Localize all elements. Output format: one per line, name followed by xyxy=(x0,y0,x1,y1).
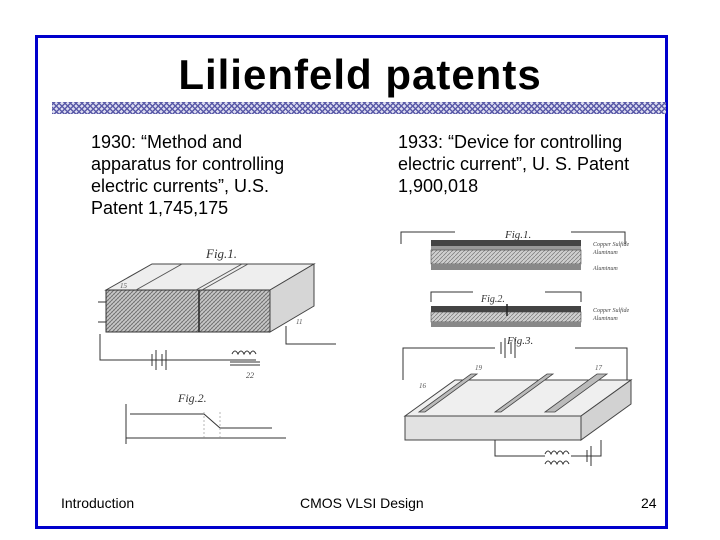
svg-text:15: 15 xyxy=(120,282,128,290)
right-fig3-label: Fig.3. xyxy=(506,335,533,347)
svg-text:Aluminum: Aluminum xyxy=(592,250,618,256)
right-patent-drawing: Fig.1. Copper Sulfide Aluminum Aluminum … xyxy=(400,229,633,466)
left-fig2-label: Fig.2. xyxy=(177,391,207,405)
svg-text:17: 17 xyxy=(595,364,603,372)
svg-text:Copper Sulfide: Copper Sulfide xyxy=(593,307,630,314)
svg-text:11: 11 xyxy=(296,318,302,326)
title-divider xyxy=(52,102,666,114)
footer-course-title: CMOS VLSI Design xyxy=(300,495,424,511)
left-fig1-label: Fig.1. xyxy=(205,246,237,261)
left-patent-caption: 1930: “Method and apparatus for controll… xyxy=(91,132,285,218)
svg-text:Aluminum: Aluminum xyxy=(592,266,618,272)
svg-text:Aluminum: Aluminum xyxy=(592,316,618,322)
svg-text:Copper Sulfide: Copper Sulfide xyxy=(593,241,630,248)
right-fig1-label: Fig.1. xyxy=(504,229,531,241)
footer-section-label: Introduction xyxy=(61,495,135,511)
svg-text:22: 22 xyxy=(246,371,254,380)
footer-page-number: 24 xyxy=(641,495,657,511)
svg-text:16: 16 xyxy=(419,382,427,390)
left-patent-drawing: Fig.1. 22 15 11 Fig.2. xyxy=(98,246,336,444)
right-fig2-label: Fig.2. xyxy=(480,294,505,305)
svg-text:19: 19 xyxy=(475,364,483,372)
slide-title: Lilienfeld patents xyxy=(178,51,542,98)
right-patent-caption: 1933: “Device for controlling electric c… xyxy=(398,132,630,196)
